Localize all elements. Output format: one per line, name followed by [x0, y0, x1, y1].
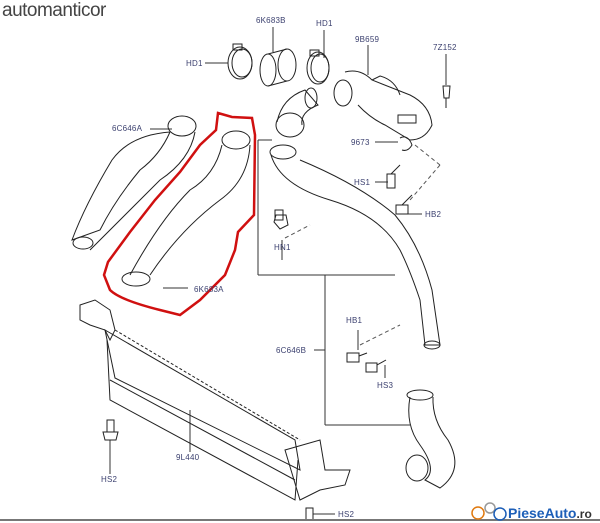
pipe-9b659: [333, 70, 433, 141]
hose-clamp-hd1-left: [227, 43, 253, 80]
callout-9b659: 9B659: [355, 35, 380, 44]
intercooler-9l440: [79, 299, 351, 501]
lower-hose: [405, 389, 456, 489]
brand-watermark: automanticor: [2, 0, 106, 21]
callout-hs2-bottom: HS2: [338, 510, 355, 519]
highlight-outline: [102, 111, 257, 317]
callout-hd1-right: HD1: [316, 19, 333, 28]
callout-9673: 9673: [351, 138, 370, 147]
clip-9673: [399, 136, 413, 151]
callout-hb2: HB2: [425, 210, 442, 219]
callout-hs2-left: HS2: [101, 475, 118, 484]
callout-hn1: HN1: [274, 243, 291, 252]
pipe-6c646b-upper: [269, 144, 441, 350]
callout-hs1: HS1: [354, 178, 371, 187]
hose-6c646a: [71, 115, 197, 251]
bolt-hb2: [395, 194, 413, 215]
sleeve-6k683b: [259, 48, 297, 87]
logo-tld: .ro: [576, 507, 592, 521]
callout-7z152: 7Z152: [433, 43, 457, 52]
dashed-guides: [284, 144, 441, 346]
leader-lines: [109, 27, 447, 515]
pieseauto-logo: PieseAuto.ro: [508, 505, 592, 521]
callout-6k683b: 6K683B: [256, 16, 286, 25]
hose-clamp-hd1-right: [306, 49, 330, 85]
bolt-hs3: [365, 359, 387, 373]
hose-6k683a: [121, 130, 251, 287]
callout-6c646b: 6C646B: [276, 346, 307, 355]
callout-hd1-left: HD1: [186, 59, 203, 68]
bolt-hn1: [273, 214, 289, 230]
callout-hb1: HB1: [346, 316, 363, 325]
elbow-hose: [275, 87, 319, 138]
bolt-7z152: [442, 85, 451, 108]
logo-name: PieseAuto: [508, 505, 577, 521]
callout-6c646a: 6C646A: [112, 124, 143, 133]
bolt-hb1: [346, 352, 368, 363]
bolt-hs1: [386, 164, 401, 189]
bolt-hs2-left: [102, 419, 119, 441]
logo-gear-icon: [471, 502, 507, 521]
callout-hs3: HS3: [377, 381, 394, 390]
callout-9l440: 9L440: [176, 453, 200, 462]
bolt-hs2-bottom: [305, 507, 314, 521]
callout-6k683a: 6K683A: [194, 285, 224, 294]
